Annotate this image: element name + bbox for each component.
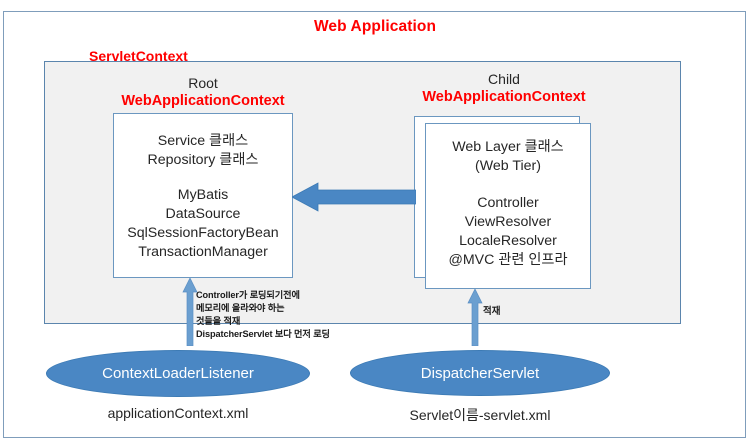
servlet-context-label: ServletContext bbox=[89, 48, 188, 64]
child-context-name: WebApplicationContext bbox=[422, 88, 586, 105]
dispatcher-annotation: 적재 bbox=[483, 306, 501, 317]
root-context-box: Service 클래스 Repository 클래스 MyBatis DataS… bbox=[113, 113, 293, 278]
dispatcher-servlet-caption: Servlet이름-servlet.xml bbox=[409, 407, 551, 423]
root-context-box-top: Service 클래스 Repository 클래스 bbox=[147, 133, 259, 168]
child-context-header: Child WebApplicationContext bbox=[414, 71, 594, 106]
child-context-kicker: Child bbox=[488, 71, 520, 87]
loader-annotation: Controller가 로딩되기전에 메모리에 올라와야 하는 것들을 적재 D… bbox=[196, 290, 330, 340]
child-to-root-arrow-icon bbox=[291, 182, 417, 212]
dispatcher-to-child-arrow-icon bbox=[466, 288, 484, 347]
root-context-header: Root WebApplicationContext bbox=[113, 75, 293, 110]
child-context-box-front: Web Layer 클래스 (Web Tier) Controller View… bbox=[425, 123, 591, 289]
root-context-kicker: Root bbox=[188, 75, 218, 91]
child-context-box-bottom: Controller ViewResolver LocaleResolver @… bbox=[448, 195, 568, 268]
context-loader-listener-caption: applicationContext.xml bbox=[107, 405, 249, 421]
root-context-name: WebApplicationContext bbox=[121, 92, 285, 109]
context-loader-listener-node[interactable]: ContextLoaderListener bbox=[46, 350, 310, 397]
page-title: Web Application bbox=[313, 18, 437, 35]
root-context-box-bottom: MyBatis DataSource SqlSessionFactoryBean… bbox=[127, 187, 279, 260]
loader-to-root-arrow-icon bbox=[181, 277, 199, 347]
dispatcher-servlet-node[interactable]: DispatcherServlet bbox=[350, 350, 610, 396]
child-context-box-top: Web Layer 클래스 (Web Tier) bbox=[452, 139, 564, 174]
